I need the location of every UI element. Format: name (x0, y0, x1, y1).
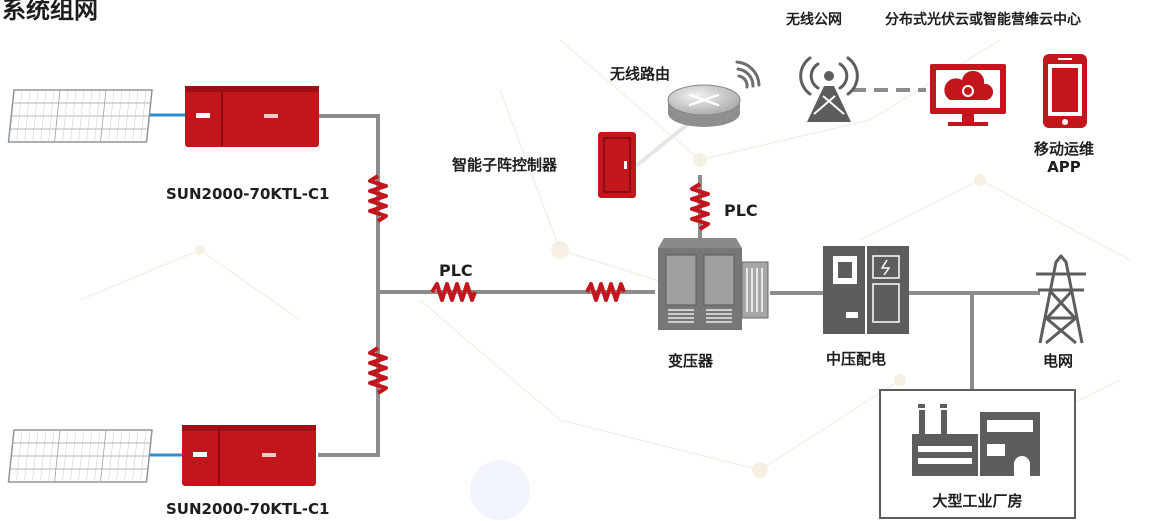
cloud-monitor-icon (930, 64, 1006, 126)
inverter-label-top: SUN2000-70KTL-C1 (166, 185, 330, 203)
wireless-router-label: 无线路由 (610, 65, 671, 83)
page-title: 系统组网 (2, 0, 98, 24)
plc-label-middle: PLC (439, 261, 473, 280)
cell-tower-icon (799, 56, 859, 122)
plc-label-upper: PLC (724, 201, 758, 220)
wireless-public-network-label: 无线公网 (786, 12, 842, 28)
controller-icon (598, 132, 636, 198)
plc-coil-icon (430, 282, 477, 302)
transformer-label: 变压器 (668, 352, 714, 370)
controller-label: 智能子阵控制器 (452, 156, 558, 174)
plc-coil-icon (368, 174, 388, 223)
grid-label: 电网 (1043, 352, 1074, 370)
inverter-icon (185, 86, 319, 147)
solar-panel-icon (7, 89, 153, 143)
plc-coil-icon (690, 182, 710, 231)
background-nodes (195, 153, 986, 520)
factory-label: 大型工业厂房 (932, 492, 1023, 510)
smartphone-icon (1043, 54, 1087, 128)
mv-distribution-label: 中压配电 (826, 350, 887, 368)
mobile-app-label-line2: APP (1047, 158, 1081, 176)
plc-coil-icon (585, 282, 626, 302)
mobile-app-label-line1: 移动运维 (1033, 140, 1094, 158)
transformer-icon (658, 238, 769, 330)
switchgear-icon (823, 246, 909, 334)
plc-coil-icon (368, 346, 388, 395)
router-icon (667, 60, 761, 127)
solar-panel-icon (7, 429, 153, 483)
factory-icon (912, 404, 1040, 476)
inverter-label-bottom: SUN2000-70KTL-C1 (166, 500, 330, 518)
inverter-icon (182, 425, 316, 486)
transmission-tower-icon (1036, 254, 1086, 345)
cloud-center-label: 分布式光伏云或智能营维云中心 (885, 12, 1081, 28)
